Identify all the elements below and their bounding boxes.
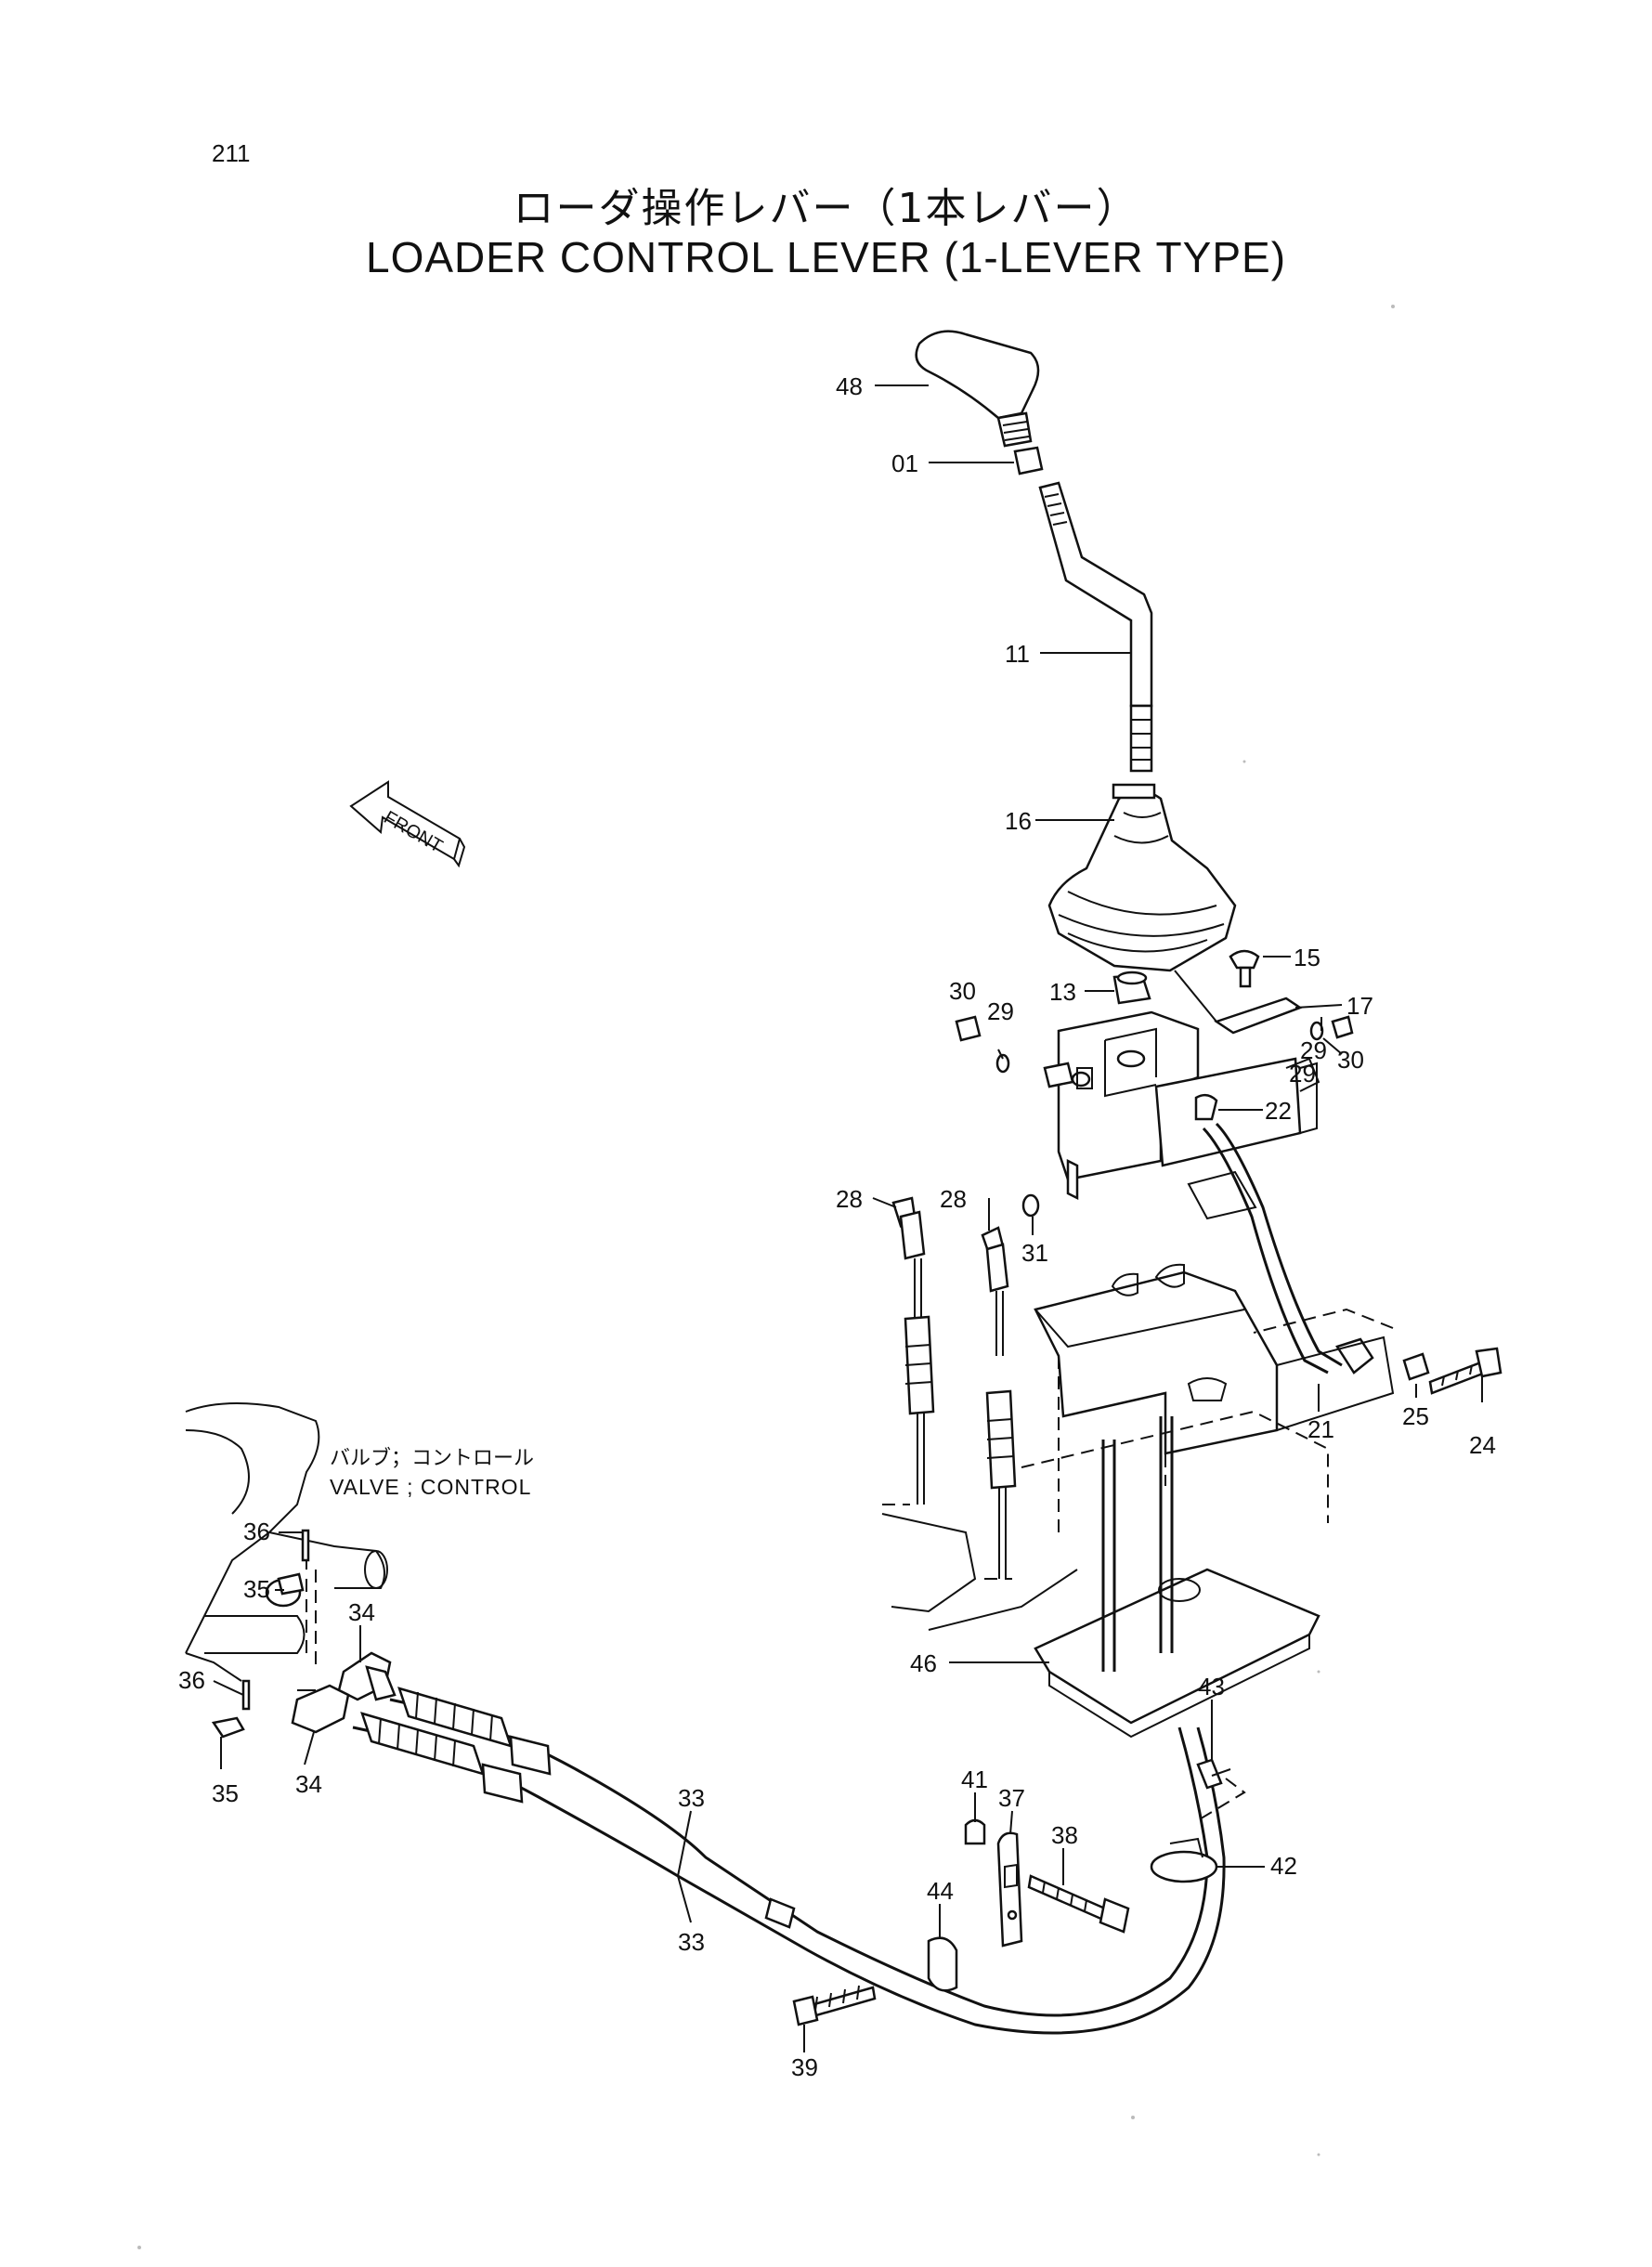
callout-30-left: 30 (949, 977, 976, 1005)
callout-37: 37 (998, 1784, 1025, 1812)
callout-31: 31 (1021, 1239, 1048, 1267)
lever-assembly (915, 330, 1153, 773)
base-frame (1034, 1263, 1395, 1532)
push-pull-cables (881, 1196, 1078, 1631)
callout-28-right: 28 (940, 1185, 967, 1213)
valve-label-english: VALVE ; CONTROL (330, 1475, 532, 1499)
callout-17: 17 (1346, 992, 1373, 1020)
callout-33-lower: 33 (678, 1928, 705, 1956)
callout-48: 48 (836, 372, 863, 400)
callout-44: 44 (927, 1877, 954, 1905)
callout-11: 11 (1005, 640, 1030, 668)
small-hardware (241, 1015, 1502, 1711)
callout-34-upper: 34 (348, 1598, 375, 1626)
callout-35-lower: 35 (212, 1779, 239, 1807)
valve-label-japanese: バルブ；コントロール (330, 1447, 535, 1470)
callout-29-right-upper: 29 (1300, 1036, 1327, 1064)
callout-16: 16 (1005, 807, 1032, 835)
callout-46: 46 (910, 1649, 937, 1677)
callout-21: 21 (1307, 1415, 1334, 1443)
cable-clamp (1150, 1758, 1246, 1883)
clevis-joints (211, 1651, 397, 1769)
callout-28-left: 28 (836, 1185, 863, 1213)
callout-38: 38 (1051, 1821, 1078, 1849)
callout-39: 39 (791, 2053, 818, 2081)
leader-lines (213, 384, 1483, 2052)
callout-36-upper: 36 (243, 1518, 270, 1545)
title-english: LOADER CONTROL LEVER (1-LEVER TYPE) (365, 233, 1287, 281)
callout-43: 43 (1198, 1673, 1225, 1700)
callout-25: 25 (1402, 1402, 1429, 1430)
nut (1112, 971, 1151, 1005)
callout-35-upper: 35 (243, 1575, 270, 1603)
callout-42: 42 (1270, 1852, 1297, 1880)
support-bracket (964, 1818, 1130, 1948)
callout-01: 01 (891, 449, 918, 477)
title-japanese: ローダ操作レバー（1本レバー） (513, 185, 1139, 232)
lever-bracket (1057, 1010, 1374, 1375)
cable-bellows (352, 1687, 1226, 2035)
callout-33-upper: 33 (678, 1784, 705, 1812)
scan-noise (137, 305, 1395, 2249)
callout-36-lower: 36 (178, 1666, 205, 1694)
callout-labels: 48 01 11 16 15 17 13 30 29 29 30 29 22 2… (178, 372, 1496, 2081)
rubber-boot (1047, 783, 1237, 972)
front-arrow: FRONT (349, 780, 466, 868)
callout-24: 24 (1469, 1431, 1496, 1459)
callout-34-lower: 34 (295, 1770, 322, 1798)
front-arrow-label: FRONT (381, 807, 447, 856)
callout-15: 15 (1294, 944, 1320, 971)
callout-30-right: 30 (1337, 1046, 1364, 1074)
callout-13: 13 (1049, 978, 1076, 1006)
floor-plate (1021, 1410, 1329, 1739)
callout-41: 41 (961, 1765, 988, 1793)
callout-22: 22 (1265, 1097, 1292, 1125)
callout-29-left: 29 (987, 997, 1014, 1025)
plate-and-screw (1174, 949, 1303, 1035)
page-number: 211 (212, 139, 251, 167)
callout-29-right-lower: 29 (1289, 1060, 1316, 1088)
cable-clip (792, 1936, 958, 2026)
